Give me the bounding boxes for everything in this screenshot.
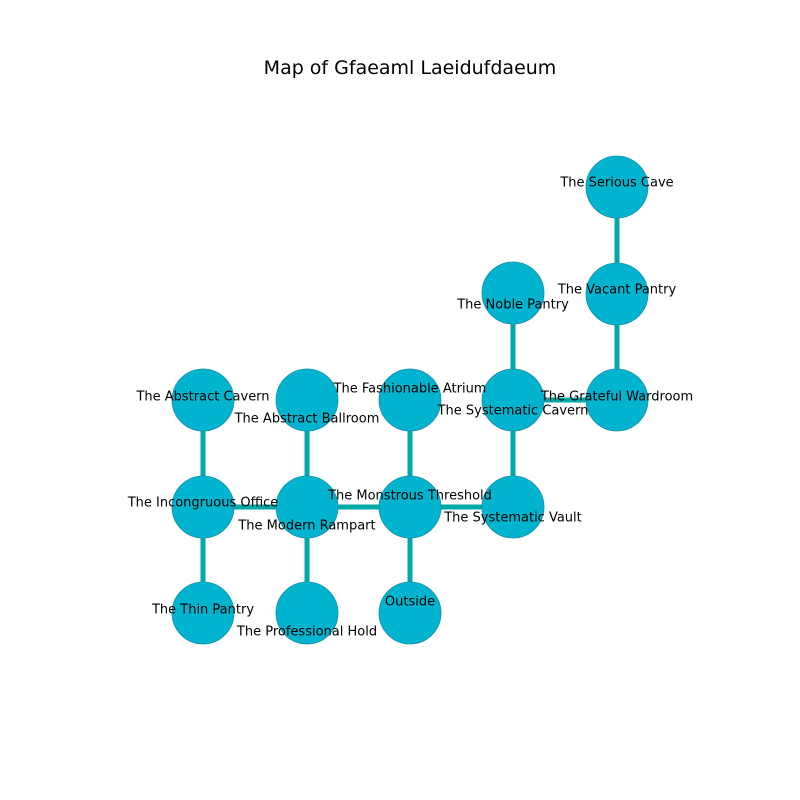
room-label-systematic-cavern: The Systematic Cavern (437, 404, 589, 419)
room-node-serious-cave (585, 155, 649, 219)
room-node-thin-pantry (171, 581, 235, 645)
room-node-abstract-cavern (171, 368, 235, 432)
room-node-grateful-wardroom (585, 368, 649, 432)
room-label-fashionable-atrium: The Fashionable Atrium (333, 382, 487, 397)
room-label-outside: Outside (385, 595, 435, 610)
map-title: Map of Gfaeaml Laeidufdaeum (264, 57, 557, 79)
room-node-noble-pantry (481, 261, 545, 325)
room-label-noble-pantry: The Noble Pantry (456, 298, 569, 313)
room-label-vacant-pantry: The Vacant Pantry (557, 283, 677, 298)
room-label-systematic-vault: The Systematic Vault (443, 511, 582, 526)
room-label-professional-hold: The Professional Hold (236, 625, 377, 640)
room-node-modern-rampart (275, 475, 339, 539)
room-node-monstrous-threshold (378, 475, 442, 539)
room-node-fashionable-atrium (378, 368, 442, 432)
room-label-thin-pantry: The Thin Pantry (151, 603, 254, 618)
room-node-incongruous-office (171, 475, 235, 539)
room-label-monstrous-threshold: The Monstrous Threshold (327, 489, 492, 504)
room-node-vacant-pantry (585, 262, 649, 326)
room-node-systematic-vault (481, 475, 545, 539)
room-label-abstract-ballroom: The Abstract Ballroom (234, 412, 380, 427)
room-node-systematic-cavern (481, 368, 545, 432)
room-node-outside (378, 581, 442, 645)
room-label-grateful-wardroom: The Grateful Wardroom (540, 390, 693, 405)
room-node-abstract-ballroom (275, 368, 339, 432)
room-node-professional-hold (275, 581, 339, 645)
room-label-serious-cave: The Serious Cave (559, 176, 673, 191)
room-label-abstract-cavern: The Abstract Cavern (135, 390, 269, 405)
room-label-incongruous-office: The Incongruous Office (127, 496, 279, 511)
rooms-layer (171, 155, 649, 645)
room-label-modern-rampart: The Modern Rampart (237, 519, 375, 534)
